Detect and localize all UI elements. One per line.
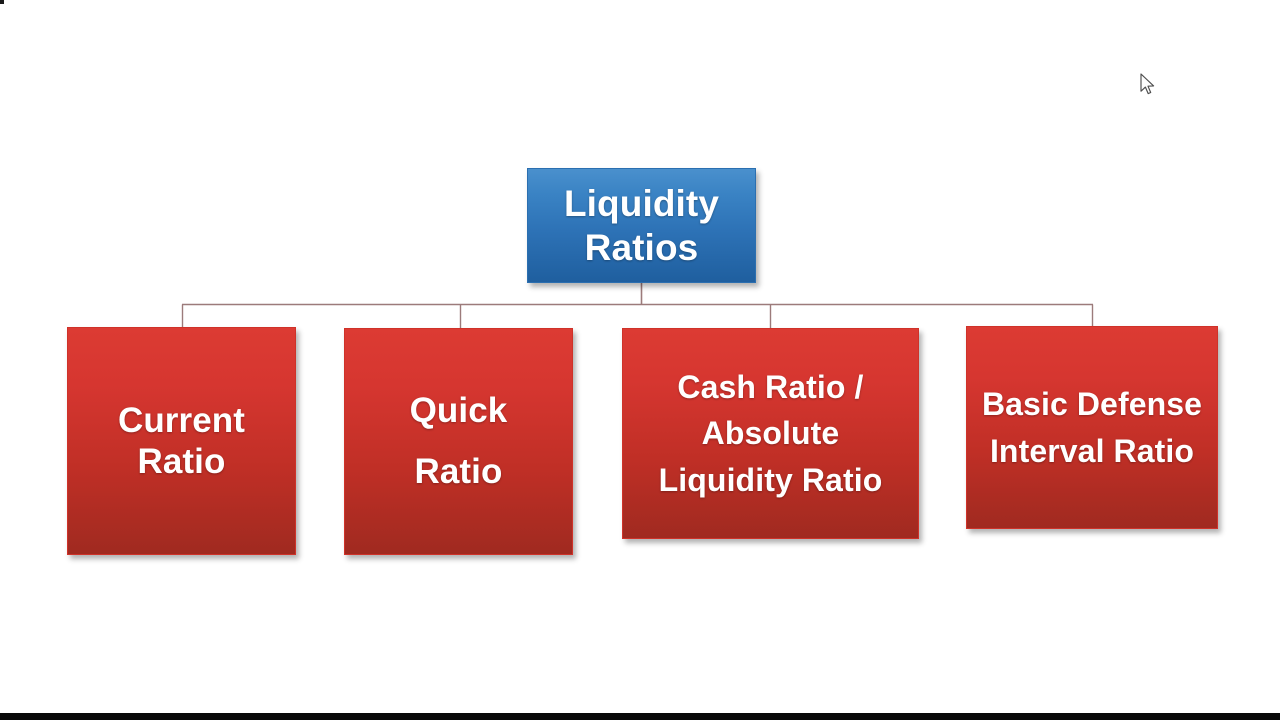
node-liquidity-ratios[interactable]: Liquidity Ratios <box>527 168 756 283</box>
bottom-letterbox-bar <box>0 713 1280 720</box>
node-label: Quick Ratio <box>409 391 508 491</box>
node-current-ratio[interactable]: Current Ratio <box>67 327 296 555</box>
node-label: Liquidity Ratios <box>563 182 720 268</box>
arrow-pointer-icon <box>1140 73 1155 95</box>
corner-artifact <box>0 0 4 4</box>
node-label: Cash Ratio / Absolute Liquidity Ratio <box>658 369 883 498</box>
node-quick-ratio[interactable]: Quick Ratio <box>344 328 573 555</box>
node-label: Current Ratio <box>117 400 246 481</box>
node-cash-ratio-absolute-liquidity-ratio[interactable]: Cash Ratio / Absolute Liquidity Ratio <box>622 328 919 539</box>
node-label: Basic Defense Interval Ratio <box>981 386 1203 469</box>
node-basic-defense-interval-ratio[interactable]: Basic Defense Interval Ratio <box>966 326 1218 529</box>
